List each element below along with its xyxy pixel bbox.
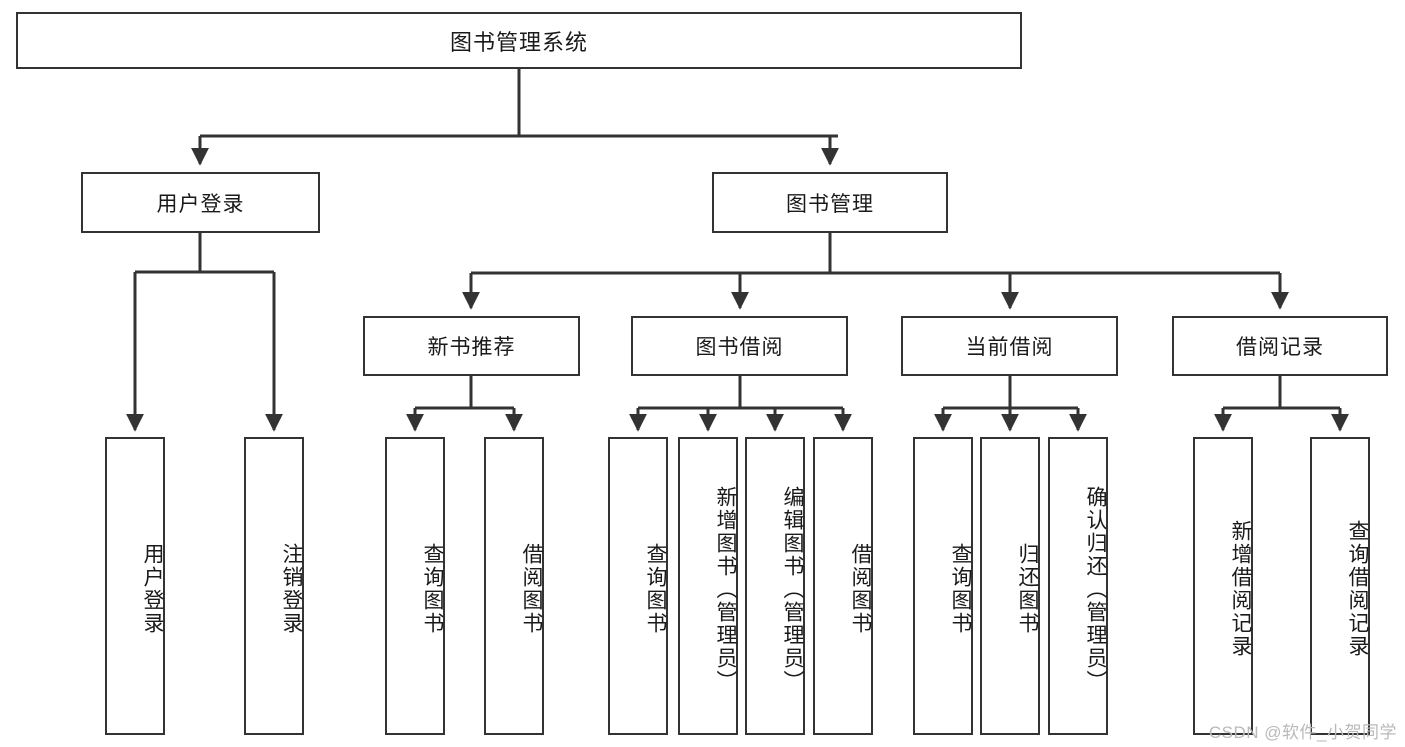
node-new-book-recommend[interactable]: 新书推荐 <box>363 316 580 376</box>
node-leaf-query-record[interactable]: 查询借阅记录 <box>1310 437 1370 735</box>
node-leaf-user-login[interactable]: 用户登录 <box>105 437 165 735</box>
node-leaf-user-login-label: 用户登录 <box>141 543 164 635</box>
node-borrow-record[interactable]: 借阅记录 <box>1172 316 1388 376</box>
node-leaf-query-book-2-label: 查询图书 <box>644 543 667 635</box>
node-book-borrow-label: 图书借阅 <box>695 336 784 359</box>
node-book-borrow[interactable]: 图书借阅 <box>631 316 848 376</box>
node-leaf-logout-login-label: 注销登录 <box>280 543 303 635</box>
node-root-label: 图书管理系统 <box>449 29 588 55</box>
node-leaf-return-book-label: 归还图书 <box>1016 543 1039 635</box>
node-new-book-recommend-label: 新书推荐 <box>427 336 516 359</box>
node-leaf-query-book-1[interactable]: 查询图书 <box>385 437 445 735</box>
node-leaf-return-book[interactable]: 归还图书 <box>980 437 1040 735</box>
node-book-manage-label: 图书管理 <box>786 192 874 216</box>
node-leaf-add-book[interactable]: 新增图书（管理员） <box>678 437 738 735</box>
node-leaf-borrow-book-2[interactable]: 借阅图书 <box>813 437 873 735</box>
node-leaf-add-record-label: 新增借阅记录 <box>1229 520 1252 658</box>
node-leaf-edit-book-label: 编辑图书（管理员） <box>781 485 804 693</box>
node-user-login[interactable]: 用户登录 <box>81 172 320 233</box>
node-current-borrow-label: 当前借阅 <box>965 336 1054 359</box>
node-book-manage[interactable]: 图书管理 <box>712 172 948 233</box>
node-borrow-record-label: 借阅记录 <box>1236 336 1324 359</box>
node-leaf-confirm-return[interactable]: 确认归还（管理员） <box>1048 437 1108 735</box>
node-leaf-query-book-3[interactable]: 查询图书 <box>913 437 973 735</box>
node-user-login-label: 用户登录 <box>156 192 245 216</box>
node-leaf-query-book-2[interactable]: 查询图书 <box>608 437 668 735</box>
node-root[interactable]: 图书管理系统 <box>16 12 1022 69</box>
node-leaf-query-book-3-label: 查询图书 <box>949 543 972 635</box>
node-leaf-borrow-book-1[interactable]: 借阅图书 <box>484 437 544 735</box>
node-leaf-edit-book[interactable]: 编辑图书（管理员） <box>745 437 805 735</box>
node-leaf-add-book-label: 新增图书（管理员） <box>714 485 737 693</box>
node-leaf-confirm-return-label: 确认归还（管理员） <box>1084 485 1107 693</box>
node-leaf-borrow-book-2-label: 借阅图书 <box>849 543 872 635</box>
node-leaf-borrow-book-1-label: 借阅图书 <box>520 543 543 635</box>
node-leaf-add-record[interactable]: 新增借阅记录 <box>1193 437 1253 735</box>
node-leaf-query-book-1-label: 查询图书 <box>421 543 444 635</box>
node-leaf-query-record-label: 查询借阅记录 <box>1346 520 1369 658</box>
node-current-borrow[interactable]: 当前借阅 <box>901 316 1118 376</box>
csdn-watermark: CSDN @软件_小贺同学 <box>1208 723 1397 742</box>
node-leaf-logout-login[interactable]: 注销登录 <box>244 437 304 735</box>
